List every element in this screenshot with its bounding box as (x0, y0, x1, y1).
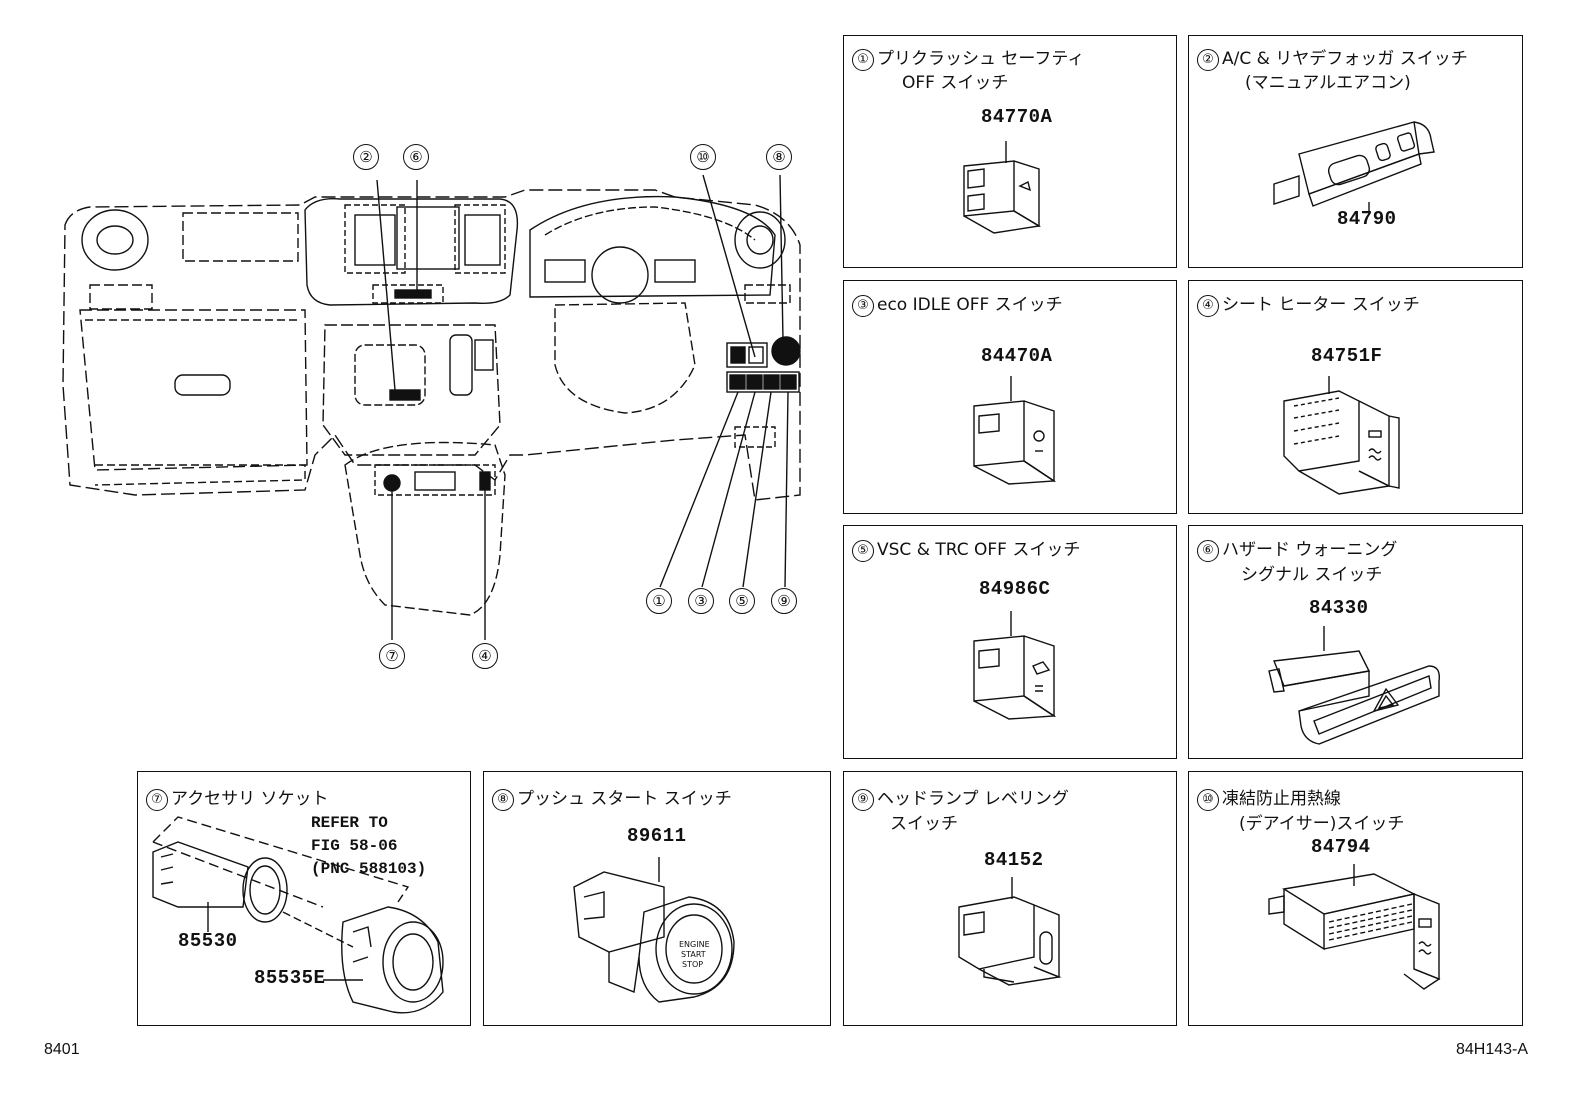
panel-number: ⑥ (1197, 540, 1219, 562)
dashboard-icon (62, 174, 801, 640)
panel-title-line1: VSC & TRC OFF スイッチ (877, 540, 1081, 560)
panel-title-line1: プリクラッシュ セーフティ (877, 49, 1085, 69)
panel-title-line2: スイッチ (890, 814, 958, 834)
refer-note-line3: (PNC 588103) (311, 860, 427, 878)
seat-heater-switch-icon (1283, 376, 1400, 495)
callout-3: ③ (688, 588, 714, 614)
callout-1: ① (646, 588, 672, 614)
callout-8: ⑧ (766, 144, 792, 170)
callout-2: ② (353, 144, 379, 170)
panel-number: ④ (1197, 295, 1219, 317)
push-start-switch-icon: ENGINE START STOP (573, 857, 735, 1003)
pre-crash-switch-icon (963, 141, 1042, 234)
panel-title-line1: アクセサリ ソケット (171, 789, 329, 809)
vsc-trc-switch-icon (973, 611, 1057, 720)
panel-title-line1: ヘッドランプ レベリング (877, 789, 1069, 809)
callout-10: ⑩ (690, 144, 716, 170)
callout-5: ⑤ (729, 588, 755, 614)
panel-title-line1: ハザード ウォーニング (1222, 540, 1398, 560)
panel-number: ⑨ (852, 789, 874, 811)
eco-idle-switch-icon (973, 376, 1057, 485)
refer-note-line1: REFER TO (311, 814, 388, 832)
svg-text:START: START (681, 950, 706, 959)
part-number: 84751F (1311, 345, 1383, 367)
callout-4: ④ (472, 643, 498, 669)
panel-number: ② (1197, 49, 1219, 71)
callout-6: ⑥ (403, 144, 429, 170)
panel-title-line1: eco IDLE OFF スイッチ (877, 295, 1063, 315)
panel-number: ⑧ (492, 789, 514, 811)
part-number: 84152 (984, 849, 1044, 871)
part-number: 84790 (1337, 208, 1397, 230)
part-number: 84794 (1311, 836, 1371, 858)
deicer-switch-icon (1268, 864, 1441, 990)
callout-7: ⑦ (379, 643, 405, 669)
panel-title-line2: シグナル スイッチ (1241, 565, 1383, 585)
panel-title-line1: 凍結防止用熱線 (1222, 789, 1341, 809)
panel-number: ⑦ (146, 789, 168, 811)
panel-number: ① (852, 49, 874, 71)
accessory-socket-icon (152, 816, 444, 1014)
panel-title-line2: (マニュアルエアコン) (1245, 73, 1411, 93)
refer-note-line2: FIG 58-06 (311, 837, 398, 855)
part-number: 84770A (981, 106, 1053, 128)
headlamp-leveling-switch-icon (958, 877, 1062, 986)
part-number: 89611 (627, 825, 687, 847)
callout-9: ⑨ (771, 588, 797, 614)
footer-left-code: 8401 (44, 1041, 80, 1058)
part-number: 84470A (981, 345, 1053, 367)
part-number: 84330 (1309, 597, 1369, 619)
dashboard-overview (55, 135, 825, 695)
svg-text:STOP: STOP (682, 960, 703, 969)
svg-text:ENGINE: ENGINE (679, 940, 710, 949)
panel-title-line2: (デアイサー)スイッチ (1239, 814, 1405, 834)
panel-title-line1: A/C & リヤデフォッガ スイッチ (1222, 49, 1468, 69)
panel-title-line1: プッシュ スタート スイッチ (517, 789, 732, 809)
part-number: 85530 (178, 930, 238, 952)
part-number: 84986C (979, 578, 1051, 600)
hazard-switch-icon (1268, 626, 1440, 745)
ac-defogger-switch-icon (1273, 121, 1435, 214)
panel-number: ③ (852, 295, 874, 317)
footer-right-code: 84H143-A (1456, 1041, 1529, 1058)
part-number-2: 85535E (254, 967, 326, 989)
panel-number: ⑩ (1197, 789, 1219, 811)
panel-number: ⑤ (852, 540, 874, 562)
panel-title-line1: シート ヒーター スイッチ (1222, 295, 1420, 315)
panel-title-line2: OFF スイッチ (902, 73, 1009, 93)
